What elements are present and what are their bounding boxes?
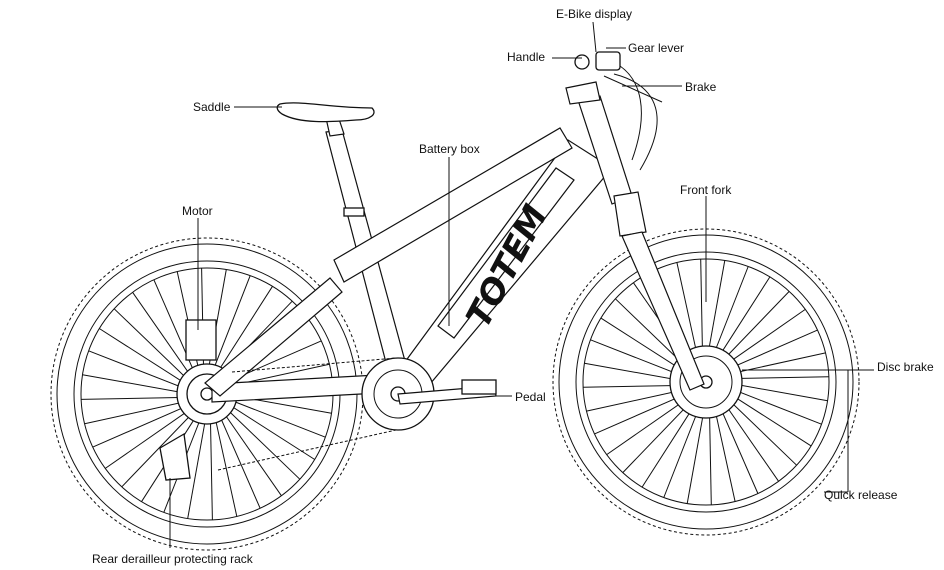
handlebar-end bbox=[574, 54, 590, 70]
front-disc-inner bbox=[679, 355, 733, 409]
brake-cable bbox=[619, 65, 642, 161]
cockpit bbox=[565, 51, 663, 171]
rear-derailleur bbox=[159, 432, 191, 481]
chain-bottom bbox=[217, 429, 397, 471]
battery-box bbox=[437, 167, 575, 339]
fork-assembly bbox=[613, 191, 705, 391]
seat-clamp bbox=[343, 207, 365, 217]
leader-lines bbox=[169, 21, 874, 548]
motor bbox=[185, 319, 217, 361]
label-saddle: Saddle bbox=[193, 100, 231, 114]
label-handle: Handle bbox=[507, 50, 545, 64]
ebike-display bbox=[595, 51, 621, 71]
drivetrain bbox=[159, 319, 497, 481]
brake-lever bbox=[603, 75, 663, 103]
saddle bbox=[276, 102, 375, 123]
label-motor: Motor bbox=[182, 204, 213, 218]
saddle-assembly bbox=[276, 102, 375, 217]
label-brake: Brake bbox=[685, 80, 717, 94]
gear-cable bbox=[613, 73, 658, 171]
rear-hub bbox=[200, 387, 214, 401]
chain-top bbox=[231, 357, 397, 373]
stem bbox=[565, 81, 601, 105]
label-disc-brake: Disc brake bbox=[877, 360, 934, 374]
label-quick-release: Quick release bbox=[824, 488, 898, 502]
label-ebike-display: E-Bike display bbox=[556, 7, 632, 21]
label-gear-lever: Gear lever bbox=[628, 41, 684, 55]
top-tube bbox=[333, 127, 573, 283]
label-battery-box: Battery box bbox=[419, 142, 480, 156]
leader-ebike-display bbox=[592, 21, 597, 53]
labels: E-Bike display Handle Gear lever Brake S… bbox=[92, 7, 934, 566]
fork-crown bbox=[613, 191, 647, 237]
front-fork bbox=[621, 231, 705, 391]
label-front-fork: Front fork bbox=[680, 183, 732, 197]
label-rear-derailleur-rack: Rear derailleur protecting rack bbox=[92, 552, 254, 566]
seat-stay bbox=[204, 277, 343, 397]
pedal bbox=[461, 379, 497, 395]
brand-logo: TOTEM bbox=[459, 198, 557, 334]
label-pedal: Pedal bbox=[515, 390, 546, 404]
